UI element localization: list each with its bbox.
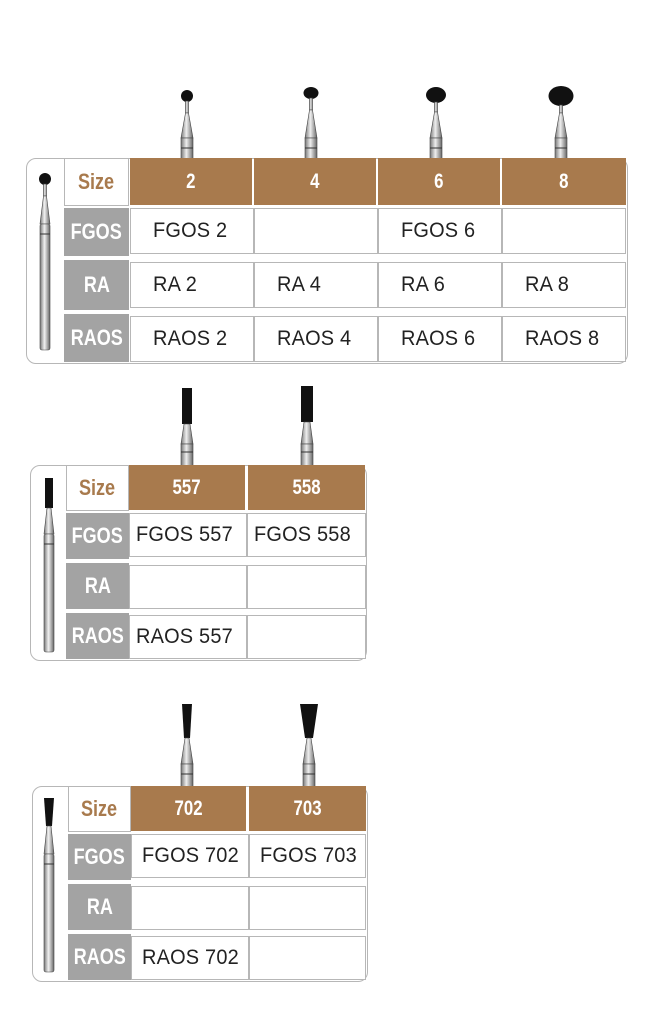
table-cell: RAOS 8 [502,316,626,362]
straight-fissure-bur-icon [180,388,194,466]
fgos-label: FGOS [64,208,129,256]
table-cell: RA 6 [378,262,502,308]
size-header-cell: 702 [131,786,246,831]
straight-fissure-bur-icon [300,386,314,466]
table-cell: RAOS 4 [254,316,378,362]
table-cell [254,208,378,254]
round-bur-section: Size 2 4 6 8 FGOS FGOS 2 FGOS 6 RA RA 2 … [0,0,659,370]
size-header-cell: 558 [248,465,365,510]
straight-fissure-bur-side-icon [43,478,55,653]
round-bur-icon [426,87,446,160]
table-cell: RA 2 [130,262,254,308]
size-header-cell: 8 [502,158,626,205]
table-cell: FGOS 703 [249,834,366,878]
size-label: Size [64,158,129,206]
size-label: Size [68,786,131,832]
table-cell: FGOS 2 [130,208,254,254]
tapered-fissure-bur-icon [300,704,318,788]
tapered-fissure-bur-side-icon [43,798,55,973]
ra-label: RA [64,260,129,310]
table-cell: RAOS 2 [130,316,254,362]
size-label: Size [66,465,129,511]
raos-label: RAOS [66,613,129,659]
size-header-cell: 557 [129,465,245,510]
table-cell: RA 4 [254,262,378,308]
tapered-fissure-bur-icon [180,704,194,788]
table-cell [502,208,626,254]
table-cell: FGOS 558 [247,513,366,557]
table-cell [247,615,366,659]
table-cell: FGOS 702 [131,834,249,878]
size-header-cell: 6 [378,158,500,205]
size-header-cell: 2 [130,158,252,205]
table-cell: RA 8 [502,262,626,308]
table-cell: FGOS 6 [378,208,502,254]
size-header-cell: 703 [249,786,366,831]
round-bur-side-icon [39,173,51,351]
table-cell: RAOS 702 [131,936,249,980]
raos-label: RAOS [64,314,129,362]
size-header-cell: 4 [254,158,376,205]
round-bur-icon [303,87,319,160]
round-bur-icon [180,90,194,160]
table-cell: FGOS 557 [129,513,247,557]
ra-label: RA [68,884,131,930]
table-cell [249,886,366,930]
fgos-label: FGOS [68,834,131,880]
ra-label: RA [66,563,129,609]
table-cell [247,565,366,609]
round-bur-icon [548,86,574,160]
table-cell [129,565,247,609]
table-cell: RAOS 557 [129,615,247,659]
table-cell [249,936,366,980]
table-cell [131,886,249,930]
table-cell: RAOS 6 [378,316,502,362]
raos-label: RAOS [68,934,131,980]
fgos-label: FGOS [66,513,129,559]
